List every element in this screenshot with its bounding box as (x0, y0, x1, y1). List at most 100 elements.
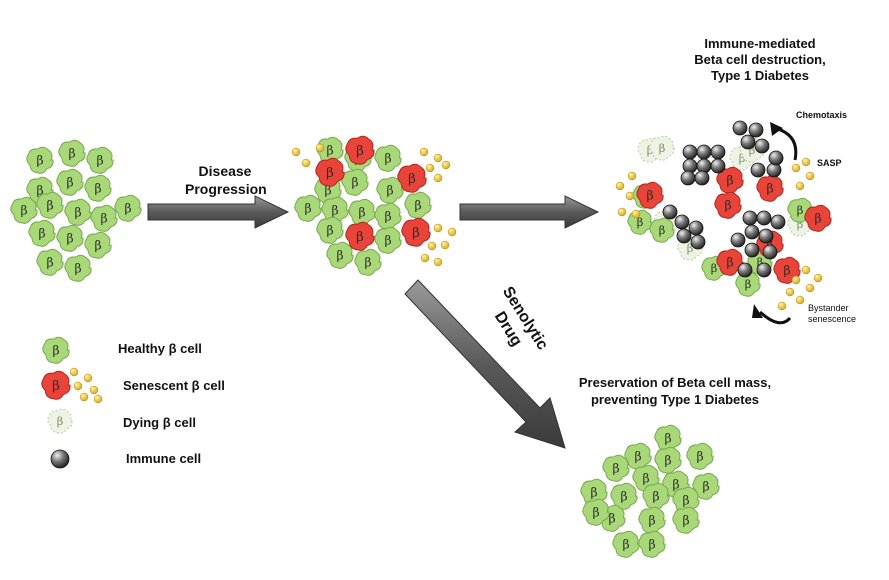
sasp-particle (433, 223, 443, 233)
beta-glyph: β (664, 432, 671, 446)
healthy-beta-cell: β (692, 472, 720, 500)
beta-glyph: β (672, 478, 679, 492)
beta-glyph: β (766, 182, 773, 196)
beta-glyph: β (608, 512, 615, 526)
healthy-beta-cell: β (374, 202, 402, 230)
senescent-beta-cell: β (636, 181, 664, 209)
arrow-senolytic-drug (404, 279, 566, 449)
immune-cell (710, 158, 726, 174)
beta-glyph: β (637, 215, 644, 229)
beta-glyph: β (100, 212, 107, 226)
beta-glyph: β (682, 514, 689, 528)
sasp-particle (447, 227, 457, 237)
beta-glyph: β (52, 379, 60, 394)
legend-sasp-particle (69, 367, 79, 377)
sasp-particle (805, 283, 815, 293)
legend-icon-immune (50, 449, 70, 469)
dying-beta-cell: β (649, 135, 675, 161)
beta-glyph: β (414, 199, 421, 213)
healthy-beta-cell: β (56, 224, 84, 252)
senescent-beta-cell: β (345, 221, 375, 251)
beta-glyph: β (682, 494, 689, 508)
legend-sasp-particle (83, 373, 93, 383)
immune-cell (674, 214, 690, 230)
sasp-particle (791, 163, 801, 173)
disease-progression-label: Disease Progression (185, 162, 267, 198)
immune-cell (690, 234, 706, 250)
beta-glyph: β (724, 199, 731, 213)
beta-glyph: β (648, 514, 655, 528)
senescent-beta-cell: β (756, 174, 784, 202)
beta-glyph: β (664, 454, 671, 468)
healthy-beta-cell: β (341, 168, 369, 196)
healthy-beta-cell: β (354, 248, 382, 276)
beta-glyph: β (408, 172, 416, 187)
bystander-curve-arrow (758, 310, 792, 325)
senescent-beta-cell: β (804, 204, 832, 232)
healthy-beta-cell: β (86, 146, 114, 174)
sasp-particle (617, 207, 627, 217)
immune-cell (710, 144, 726, 160)
sasp-particle (433, 257, 443, 267)
immune-destruction-title: Immune-mediated Beta cell destruction, T… (670, 36, 850, 84)
beta-glyph: β (783, 264, 790, 278)
immune-cell (758, 228, 774, 244)
senescent-beta-cell: β (345, 135, 375, 165)
healthy-beta-cell: β (612, 530, 640, 558)
legend-icon-healthy: β (42, 336, 70, 364)
beta-glyph: β (304, 202, 311, 216)
sasp-particle (813, 273, 823, 283)
beta-glyph: β (612, 462, 619, 476)
sasp-particle (615, 181, 625, 191)
immune-cell (662, 204, 678, 220)
sasp-particle (795, 295, 805, 305)
healthy-beta-cell: β (90, 204, 118, 232)
bystander-line1: Bystander (808, 303, 849, 313)
healthy-beta-cell: β (610, 482, 638, 510)
beta-glyph: β (356, 144, 364, 159)
senescent-beta-cell: β (315, 157, 345, 187)
beta-glyph: β (814, 212, 821, 226)
immune-title-line3: Type 1 Diabetes (710, 68, 810, 83)
legend-icon-dying: β (47, 408, 73, 434)
beta-glyph: β (386, 184, 393, 198)
beta-glyph: β (757, 255, 764, 269)
sasp-particle (441, 160, 451, 170)
beta-glyph: β (46, 256, 53, 270)
beta-glyph: β (620, 490, 627, 504)
chemotaxis-curve-arrowhead (770, 122, 783, 136)
senescent-beta-cell: β (397, 163, 427, 193)
immune-cell (770, 214, 786, 230)
beta-glyph: β (412, 226, 420, 241)
beta-glyph: β (659, 223, 666, 237)
immune-cell (732, 120, 748, 136)
healthy-beta-cell: β (649, 217, 675, 243)
beta-glyph: β (74, 262, 81, 276)
immune-cell (754, 138, 770, 154)
beta-glyph: β (38, 227, 45, 241)
healthy-beta-cell: β (735, 271, 761, 297)
sasp-particle (433, 173, 443, 183)
sasp-particle (440, 240, 450, 250)
beta-glyph: β (711, 261, 718, 275)
healthy-beta-cell: β (321, 196, 349, 224)
sasp-particle (785, 287, 795, 297)
sasp-particle (801, 265, 811, 275)
sasp-particle (631, 209, 641, 219)
sasp-particle (315, 143, 325, 153)
healthy-beta-cell: β (28, 219, 56, 247)
healthy-beta-cell: β (374, 144, 402, 172)
beta-glyph: β (726, 256, 733, 270)
immune-cell (694, 170, 710, 186)
immune-cell (737, 262, 753, 278)
legend-icon-senescent: β (41, 370, 71, 400)
sasp-particle (427, 241, 437, 251)
healthy-beta-cell: β (686, 442, 714, 470)
arrow-to-destruction (459, 195, 600, 229)
beta-glyph: β (726, 174, 733, 188)
beta-glyph: β (46, 199, 53, 213)
immune-cell (688, 220, 704, 236)
sasp-particle (627, 171, 637, 181)
beta-glyph: β (590, 486, 597, 500)
beta-glyph: β (336, 249, 343, 263)
